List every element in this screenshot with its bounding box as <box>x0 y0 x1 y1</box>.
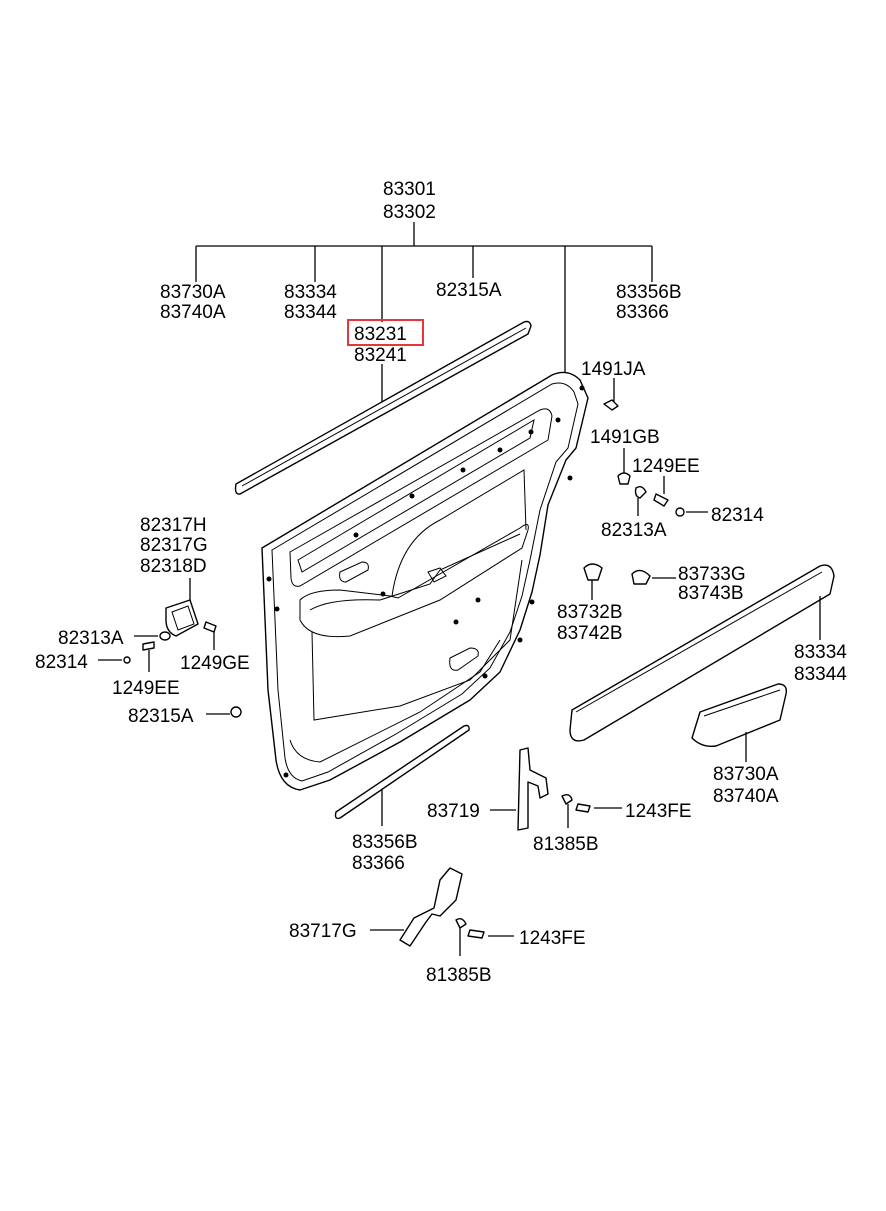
label-82314-right: 82314 <box>711 505 764 526</box>
door-trim-panel <box>261 371 589 791</box>
weatherstrip-beltline <box>234 320 532 495</box>
label-1491JA: 1491JA <box>581 359 646 380</box>
clip-caps <box>583 563 676 600</box>
part-labels: 83301 83302 83730A 83740A 83334 83344 82… <box>35 179 847 986</box>
clips-right <box>603 378 708 517</box>
label-83366: 83366 <box>616 302 669 323</box>
label-83730A: 83730A <box>160 282 226 303</box>
label-83733G: 83733G <box>678 564 746 585</box>
label-83344: 83344 <box>284 302 337 323</box>
side-moulding <box>569 564 835 742</box>
bracket-83719 <box>490 747 622 831</box>
label-82314-left: 82314 <box>35 652 88 673</box>
label-83356B-strip: 83356B <box>352 832 418 853</box>
handle-bracket-left <box>98 578 242 718</box>
label-83742B: 83742B <box>557 623 623 644</box>
label-81385B-lower: 81385B <box>426 965 492 986</box>
label-82315A: 82315A <box>436 280 502 301</box>
label-83732B: 83732B <box>557 602 623 623</box>
bracket-83717G <box>370 867 514 956</box>
label-83231: 83231 <box>354 324 407 345</box>
label-1243FE-upper: 1243FE <box>625 801 692 822</box>
label-1243FE-lower: 1243FE <box>519 928 586 949</box>
label-83301: 83301 <box>383 179 436 200</box>
leader-tree <box>195 222 653 402</box>
label-83241: 83241 <box>354 345 407 366</box>
label-82317G: 82317G <box>140 535 208 556</box>
label-83334: 83334 <box>284 282 337 303</box>
label-83740A: 83740A <box>160 302 226 323</box>
label-1249GE: 1249GE <box>180 653 250 674</box>
label-83717G: 83717G <box>289 921 357 942</box>
label-1249EE-right: 1249EE <box>632 456 700 477</box>
armrest-cover <box>691 683 788 762</box>
highlight-box <box>347 319 424 346</box>
label-82318D: 82318D <box>140 556 207 577</box>
label-83730A-armrest: 83730A <box>713 764 779 785</box>
label-1249EE-left: 1249EE <box>112 678 180 699</box>
label-82317H: 82317H <box>140 515 207 536</box>
label-81385B-upper: 81385B <box>533 834 599 855</box>
lower-strip <box>334 724 470 826</box>
label-1491GB: 1491GB <box>590 427 660 448</box>
label-83719: 83719 <box>427 801 480 822</box>
label-83366-strip: 83366 <box>352 853 405 874</box>
label-83356B: 83356B <box>616 282 682 303</box>
label-83344-moulding: 83344 <box>794 664 847 685</box>
label-83334-moulding: 83334 <box>794 642 847 663</box>
label-82313A-left: 82313A <box>58 628 124 649</box>
label-83743B: 83743B <box>678 583 744 604</box>
label-83740A-armrest: 83740A <box>713 786 779 807</box>
label-82315A-left: 82315A <box>128 706 194 727</box>
label-83302: 83302 <box>383 202 436 223</box>
label-82313A-right: 82313A <box>601 520 667 541</box>
